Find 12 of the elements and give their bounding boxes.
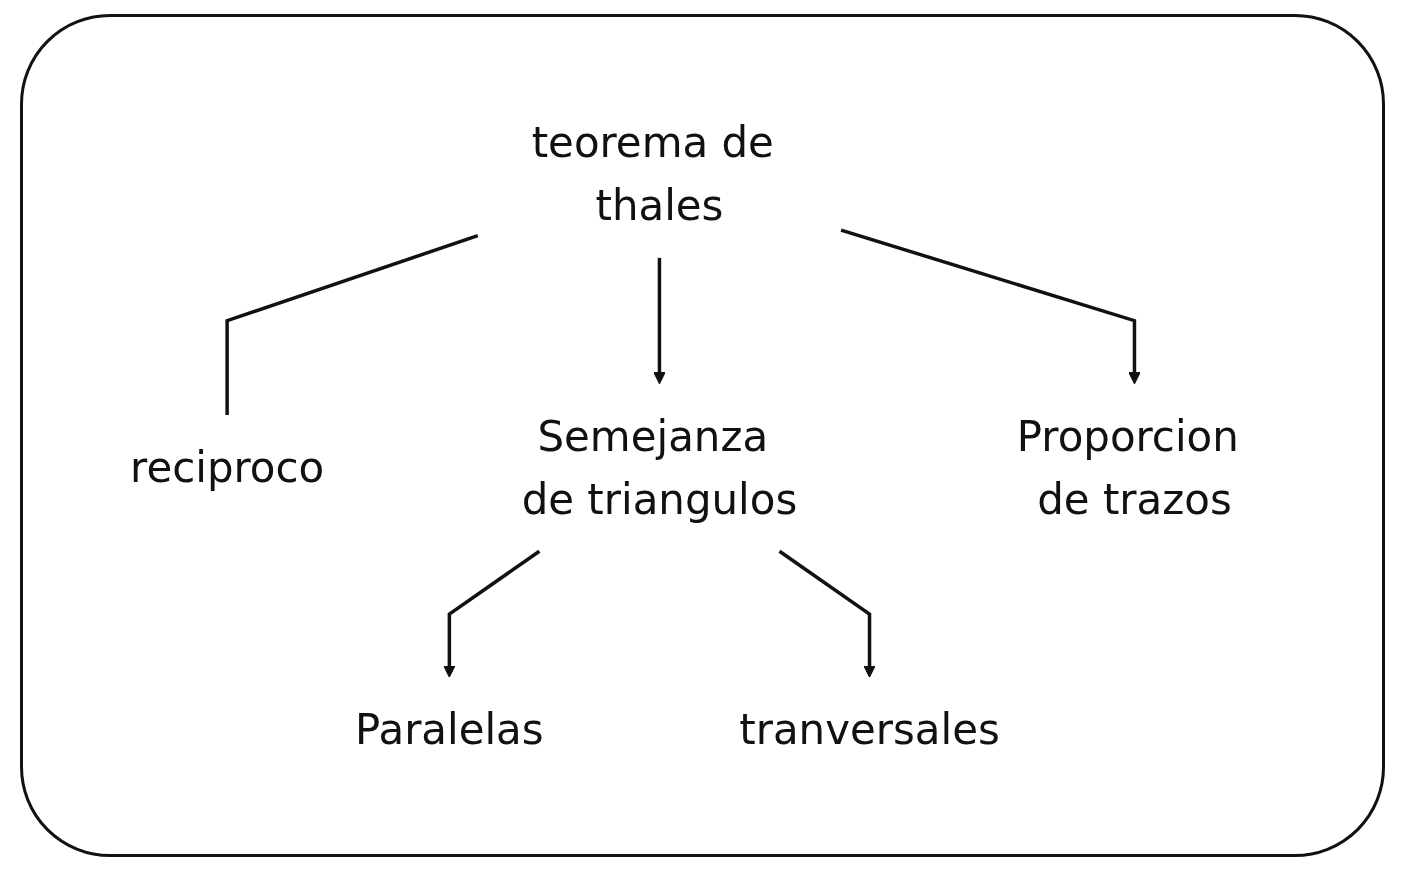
node-text: teorema de thales: [532, 117, 775, 230]
card-border: teorema de thales reciproco Semejanza de triangulos Proporcion de trazos Paralelas tranversales: [20, 14, 1385, 857]
node-text: tranversales: [739, 704, 1001, 754]
arrow: [443, 549, 541, 678]
node-text: Proporcion de trazos: [1017, 411, 1240, 523]
arrow: [653, 257, 666, 384]
node-text: Semejanza de triangulos: [522, 411, 798, 523]
arrow: [840, 227, 1141, 384]
node-text: Paralelas: [355, 704, 545, 754]
arrow: [778, 549, 877, 678]
connector: [225, 233, 479, 415]
node-text: reciproco: [130, 442, 325, 492]
